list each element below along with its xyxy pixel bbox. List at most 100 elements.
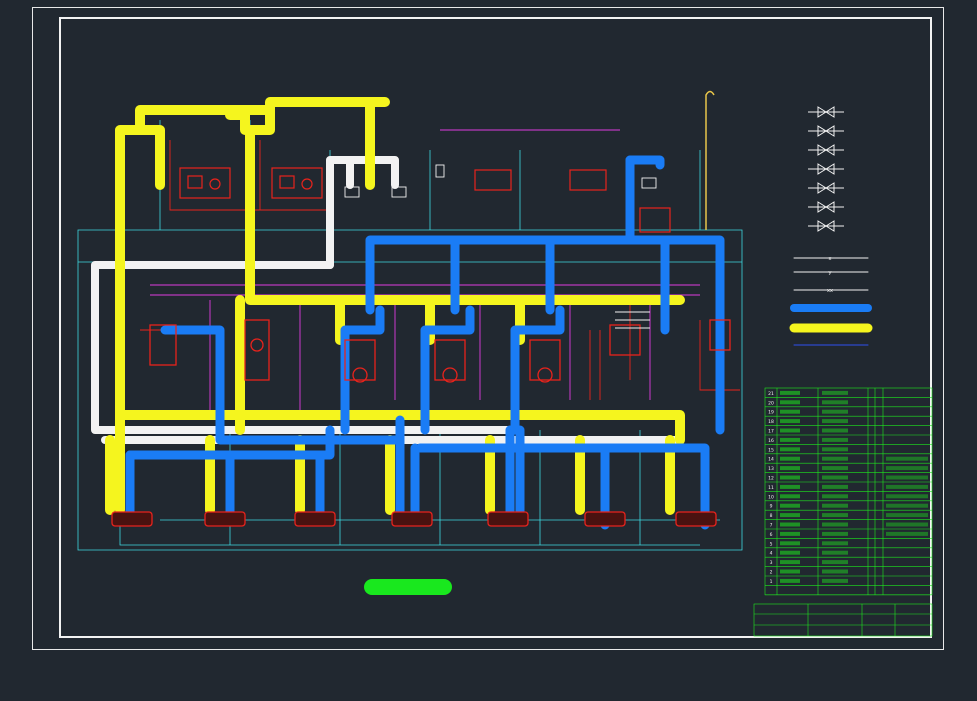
- schedule-row-name: [780, 578, 800, 583]
- schedule-row-number: 11: [768, 485, 774, 491]
- schedule-row-note: [886, 513, 928, 518]
- pumps-middle: [149, 319, 731, 383]
- schedule-row-name: [780, 484, 800, 489]
- solenoid-valve-icon: [808, 163, 844, 175]
- schedule-row-spec: [822, 466, 848, 471]
- legend-line-row: xx: [793, 288, 869, 294]
- schedule-row-spec: [822, 428, 848, 433]
- schedule-row-spec: [822, 475, 848, 480]
- schedule-row-number: 6: [770, 532, 773, 538]
- legend-line-mark: x: [829, 256, 832, 262]
- schedule-row-note: [886, 494, 928, 499]
- schedule-row-number: 18: [768, 419, 774, 425]
- schedule-row-name: [780, 531, 800, 536]
- schedule-row-name: [780, 541, 800, 546]
- schedule-row-number: 13: [768, 466, 774, 472]
- schedule-row-number: 17: [768, 429, 774, 435]
- schedule-row-number: 7: [770, 523, 773, 529]
- schedule-row-number: 5: [770, 541, 773, 547]
- inner-drawing-border: [59, 17, 932, 638]
- schedule-row-spec: [822, 569, 848, 574]
- schedule-row-spec: [822, 503, 848, 508]
- schedule-row-number: 19: [768, 410, 774, 416]
- schedule-row-number: 10: [768, 494, 774, 500]
- boilers-top: [179, 167, 671, 233]
- schedule-row-spec: [822, 409, 848, 414]
- trap-icon: [808, 201, 844, 213]
- schedule-grid: [764, 387, 933, 596]
- reducing-valve-icon: [808, 182, 844, 194]
- schedule-row-spec: [822, 531, 848, 536]
- schedule-row-spec: [822, 550, 848, 555]
- schedule-row-number: 2: [770, 570, 773, 576]
- schedule-row-name: [780, 447, 800, 452]
- schedule-row-note: [886, 503, 928, 508]
- schedule-row-name: [780, 475, 800, 480]
- legend-valve-row: [808, 125, 844, 137]
- schedule-row-spec: [822, 560, 848, 565]
- legend-line-mark: xx: [827, 288, 833, 294]
- safety-valve-icon: [808, 220, 844, 232]
- schedule-row-number: 20: [768, 400, 774, 406]
- drawing-title-banner: [364, 579, 452, 595]
- schedule-row-note: [886, 484, 928, 489]
- schedule-row-name: [780, 409, 800, 414]
- schedule-row-name: [780, 522, 800, 527]
- legend-valve-row: [808, 163, 844, 175]
- legend: x y xx: [789, 106, 873, 346]
- schedule-row-note: [886, 475, 928, 480]
- schedule-row-spec: [822, 494, 848, 499]
- outer-drawing-border: [32, 7, 944, 650]
- schedule-row-number: 16: [768, 438, 774, 444]
- schedule-row-number: 12: [768, 476, 774, 482]
- schedule-row-spec: [822, 419, 848, 424]
- schedule-row-name: [780, 419, 800, 424]
- schedule-row-spec: [822, 578, 848, 583]
- schedule-row-name: [780, 466, 800, 471]
- legend-valve-row: [808, 220, 844, 232]
- check-valve-icon: [808, 125, 844, 137]
- legend-valve-row: [808, 201, 844, 213]
- schedule-row-name: [780, 513, 800, 518]
- valve-marks: [344, 164, 657, 329]
- legend-valve-row: [808, 144, 844, 156]
- schedule-row-spec: [822, 456, 848, 461]
- schedule-row-note: [886, 531, 928, 536]
- schedule-row-name: [780, 456, 800, 461]
- schedule-row-spec: [822, 513, 848, 518]
- schedule-row-spec: [822, 522, 848, 527]
- gate-valve-icon: [808, 106, 844, 118]
- schedule-row-name: [780, 390, 800, 395]
- water-pipes: [125, 155, 725, 530]
- legend-line-row: y: [793, 270, 869, 276]
- schedule-row-number: 1: [770, 579, 773, 585]
- legend-line-row: x: [793, 256, 869, 262]
- vent-pipe: [705, 90, 715, 230]
- schedule-row-name: [780, 560, 800, 565]
- schedule-row-note: [886, 456, 928, 461]
- schedule-row-number: 21: [768, 391, 774, 397]
- schedule-row-spec: [822, 447, 848, 452]
- legend-valve-row: [808, 182, 844, 194]
- schedule-row-number: 14: [768, 457, 774, 463]
- schedule-row-number: 8: [770, 513, 773, 519]
- title-block: [753, 603, 933, 637]
- schedule-row-number: 3: [770, 560, 773, 566]
- legend-valve-row: [808, 106, 844, 118]
- schedule-row-name: [780, 437, 800, 442]
- schedule-row-number: 15: [768, 447, 774, 453]
- schedule-row-spec: [822, 390, 848, 395]
- schedule-row-spec: [822, 437, 848, 442]
- schedule-row-spec: [822, 400, 848, 405]
- schedule-row-spec: [822, 484, 848, 489]
- schedule-row-name: [780, 550, 800, 555]
- schedule-row-note: [886, 466, 928, 471]
- legend-line-mark: y: [829, 270, 832, 276]
- schedule-row-name: [780, 428, 800, 433]
- schedule-row-name: [780, 503, 800, 508]
- globe-valve-icon: [808, 144, 844, 156]
- schedule-row-number: 9: [770, 504, 773, 510]
